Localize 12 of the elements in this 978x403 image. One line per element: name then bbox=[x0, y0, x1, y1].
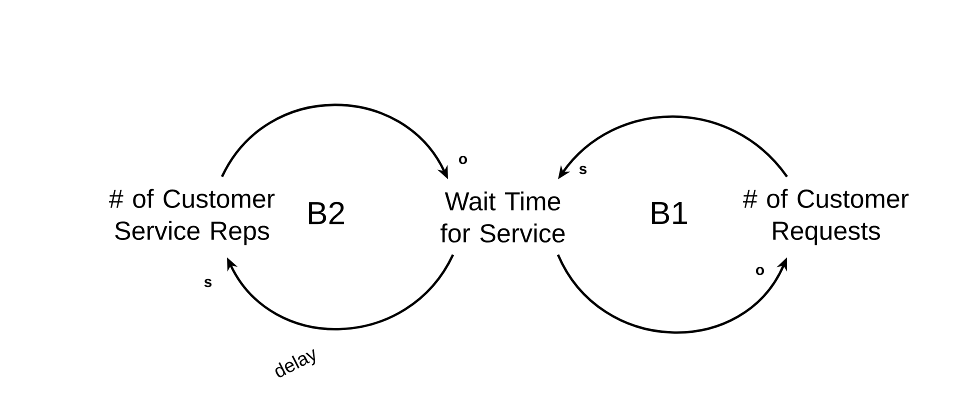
polarity-sign: o bbox=[756, 266, 764, 276]
variable-name: # of Customer Service Reps bbox=[109, 188, 275, 246]
loop-label: B2 bbox=[309, 202, 344, 224]
loop-label: B1 bbox=[652, 202, 687, 224]
variable-name: Wait Time for Service bbox=[440, 191, 565, 243]
arrow bbox=[556, 254, 788, 334]
polarity-sign: o bbox=[459, 156, 467, 164]
variable-name: # of Customer Requests bbox=[743, 188, 909, 246]
arrow bbox=[227, 254, 454, 330]
edge-label: delay bbox=[270, 344, 322, 384]
polarity-sign: s bbox=[579, 166, 587, 174]
polarity-sign: s bbox=[204, 278, 212, 288]
